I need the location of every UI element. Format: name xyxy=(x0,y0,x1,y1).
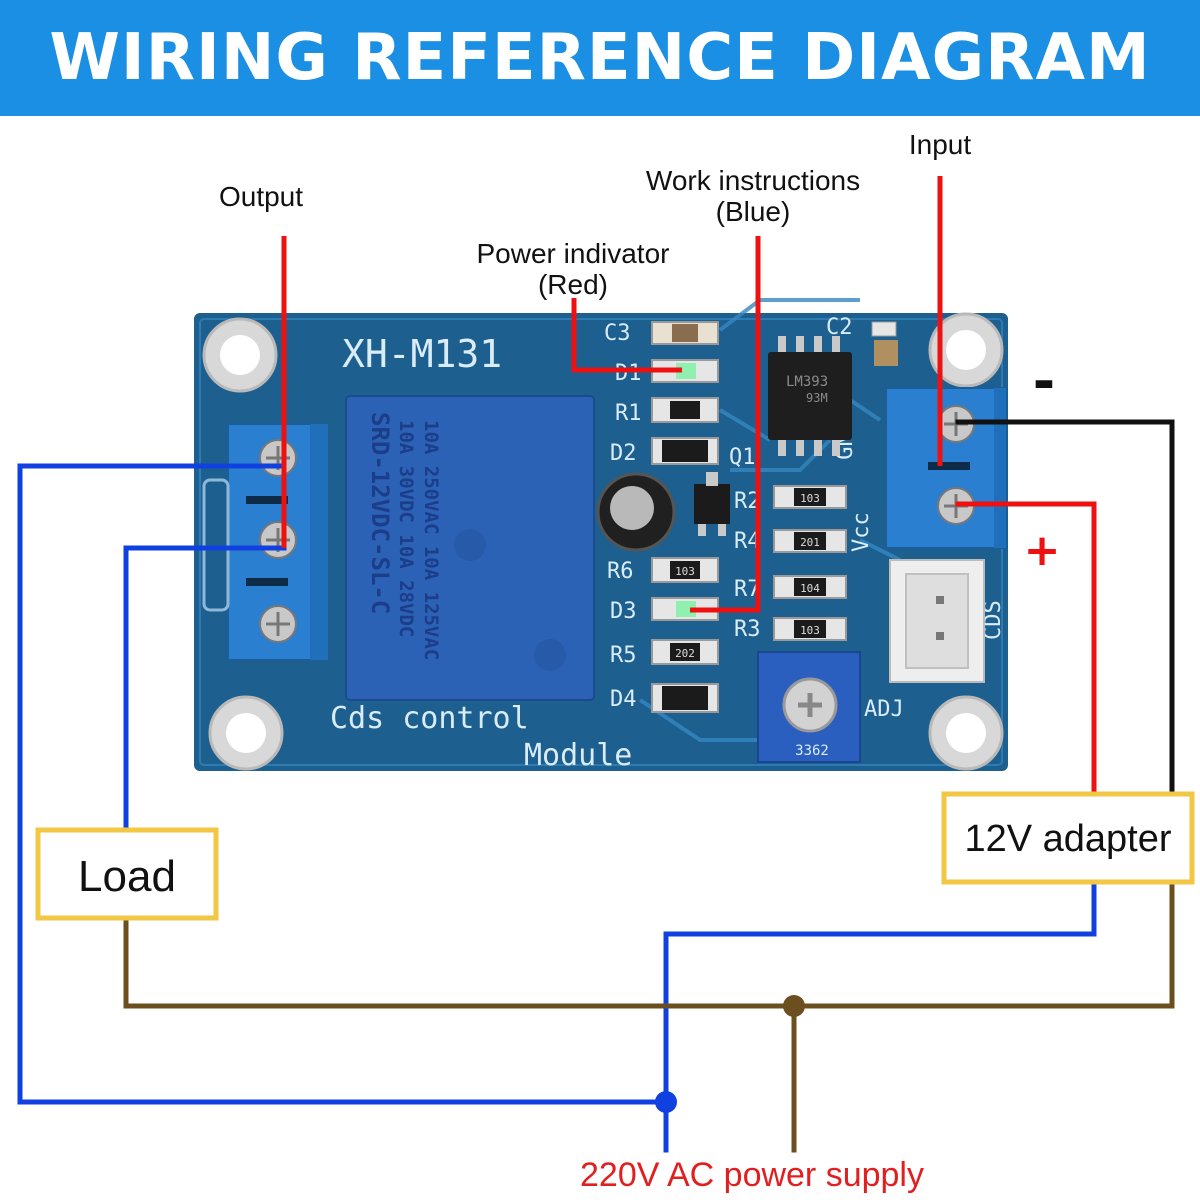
page-title: WIRING REFERENCE DIAGRAM xyxy=(49,21,1151,95)
work-led xyxy=(676,601,696,617)
power-indicator-label: Power indivator xyxy=(477,238,670,269)
resistor-code: 104 xyxy=(800,582,820,595)
board-model-label: XH-M131 xyxy=(342,332,502,376)
black-wire-minus xyxy=(955,419,1175,797)
designator-adj: ADJ xyxy=(864,697,904,722)
designator-r5: R5 xyxy=(610,643,637,668)
plus-label: + xyxy=(1024,525,1061,576)
wires xyxy=(17,419,1175,1153)
resistor-code: 103 xyxy=(675,565,695,578)
designator-d2: D2 xyxy=(610,441,637,466)
smd-cap xyxy=(871,321,897,337)
blue-wire-load xyxy=(123,545,287,835)
load-box: Load xyxy=(35,827,219,921)
header-banner: WIRING REFERENCE DIAGRAM xyxy=(0,0,1200,116)
ac-power-supply-label: 220V AC power supply xyxy=(580,1156,924,1194)
brown-wire-neutral xyxy=(123,881,1175,1009)
designators-left: C3 D1 R1 D2 Q1 R6 D3 R5 D4 xyxy=(604,321,756,712)
designator-c2: C2 xyxy=(826,315,853,340)
work-indicator-leader xyxy=(690,236,761,613)
pot-marking: 3362 xyxy=(795,743,829,759)
minus-label: - xyxy=(1033,350,1055,413)
board-name-line-2: Module xyxy=(524,738,632,773)
smd-column-right: 103 201 104 103 xyxy=(773,485,847,641)
designator-q1: Q1 xyxy=(729,445,756,470)
board-name-line-1: Cds control xyxy=(330,701,529,736)
relay: 10A 250VAC 10A 125VAC 10A 30VDC 10A 28VD… xyxy=(345,395,595,701)
junction-dot-blue xyxy=(655,1091,677,1113)
cds-connector xyxy=(889,559,985,683)
red-wire-plus xyxy=(955,501,1097,797)
resistor-code: 201 xyxy=(800,536,820,549)
designator-r6: R6 xyxy=(607,559,634,584)
work-instructions-label: Work instructions xyxy=(646,165,860,196)
designator-vcc: Vcc xyxy=(849,512,874,552)
designator-cds: CDS xyxy=(981,600,1006,640)
load-label: Load xyxy=(78,852,176,901)
designator-d1: D1 xyxy=(615,361,642,386)
transistor-q1 xyxy=(694,472,730,536)
pcb-board: 10A 250VAC 10A 125VAC 10A 30VDC 10A 28VD… xyxy=(194,298,1008,773)
screw xyxy=(259,605,297,643)
blue-wire-adapter xyxy=(663,881,1097,1153)
relay-rating-line-2: 10A 30VDC 10A 28VDC xyxy=(395,420,417,637)
work-instructions-color: (Blue) xyxy=(716,196,791,227)
output-terminal-block xyxy=(202,423,328,661)
designator-d3: D3 xyxy=(610,599,637,624)
power-led xyxy=(676,363,696,379)
relay-model: SRD-12VDC-SL-C xyxy=(366,412,394,614)
chip-marking-2: 93M xyxy=(806,391,828,405)
relay-rating-line-1: 10A 250VAC 10A 125VAC xyxy=(420,420,442,660)
power-indicator-color: (Red) xyxy=(538,269,608,300)
leader-lines xyxy=(281,176,943,613)
mounting-holes xyxy=(202,312,1004,771)
lm393-chip: LM393 93M xyxy=(768,336,852,456)
designator-d4: D4 xyxy=(610,687,637,712)
blue-wire-ac-return xyxy=(17,463,669,1105)
designator-r3: R3 xyxy=(734,617,761,642)
smd-column-left xyxy=(651,321,719,713)
adapter-label: 12V adapter xyxy=(964,818,1171,860)
screw xyxy=(259,439,297,477)
potentiometer: 3362 xyxy=(757,651,861,763)
electrolytic-capacitor xyxy=(596,472,676,552)
chip-marking-1: LM393 xyxy=(786,374,828,390)
junction-dot-brown xyxy=(783,995,805,1017)
resistor-code: 103 xyxy=(800,624,820,637)
resistor-code: 202 xyxy=(675,647,695,660)
screw xyxy=(259,521,297,559)
designator-r1: R1 xyxy=(615,401,642,426)
input-label: Input xyxy=(909,129,971,160)
output-label: Output xyxy=(219,181,303,212)
adapter-box: 12V adapter xyxy=(941,791,1195,885)
smd-cap xyxy=(874,340,898,366)
resistor-code: 103 xyxy=(800,492,820,505)
power-indicator-leader xyxy=(571,298,682,373)
input-terminal-block xyxy=(885,387,1007,549)
designator-c3: C3 xyxy=(604,321,631,346)
